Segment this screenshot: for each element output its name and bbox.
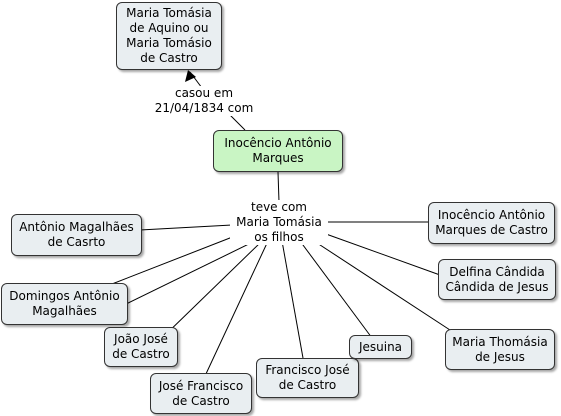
married-link-label: casou em 21/04/1834 com	[150, 86, 258, 116]
children-link-label: teve com Maria Tomásia os filhos	[230, 200, 328, 245]
child-node-maria-thomasia[interactable]: Maria Thomásia de Jesus	[445, 329, 555, 370]
child-node-inocencio[interactable]: Inocêncio Antônio Marques de Castro	[428, 202, 555, 244]
child-node-delfina[interactable]: Delfina Cândida Cândida de Jesus	[438, 259, 556, 300]
spouse-node[interactable]: Maria Tomásia de Aquino ou Maria Tomásio…	[116, 2, 222, 70]
child-node-antonio[interactable]: Antônio Magalhães de Casrto	[11, 214, 142, 256]
child-node-jose[interactable]: José Francisco de Castro	[150, 373, 252, 414]
child-node-domingos[interactable]: Domingos Antônio Magalhães	[1, 283, 128, 325]
child-node-joao[interactable]: João José de Castro	[104, 327, 178, 367]
child-node-francisco[interactable]: Francisco José de Castro	[256, 358, 359, 398]
central-node[interactable]: Inocêncio Antônio Marques	[213, 130, 343, 172]
child-node-jesuina[interactable]: Jesuina	[349, 335, 412, 359]
arrow-head	[185, 70, 196, 82]
